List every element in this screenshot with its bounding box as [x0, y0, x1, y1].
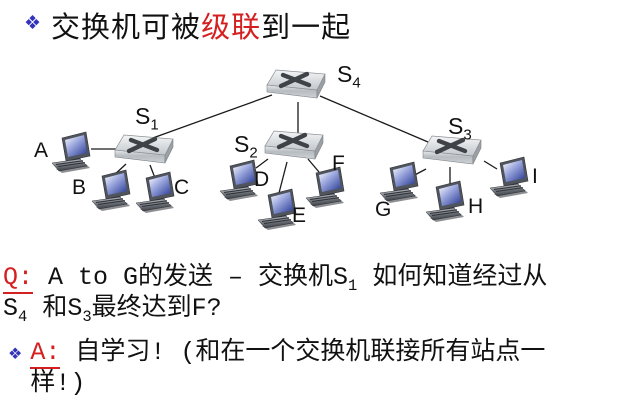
link-s4-s3 [319, 95, 429, 143]
link-s2-d [255, 158, 269, 169]
host-e-label: E [292, 204, 307, 227]
slide-title: ❖ 交换机可被级联到一起 [24, 4, 351, 46]
host-d-label: D [254, 168, 270, 191]
switch-s4-label: S4 [337, 61, 361, 92]
computer-b-icon [90, 169, 136, 211]
link-s3-i [483, 160, 498, 170]
answer-text: A: 自学习! (和在一个交换机联接所有站点一样!) [30, 338, 546, 398]
switch-s3-label: S3 [448, 113, 472, 144]
switch-s2-label: S2 [234, 131, 258, 162]
slide-title-text: 交换机可被级联到一起 [51, 12, 352, 44]
host-b-label: B [72, 176, 87, 199]
computer-i-icon [488, 156, 534, 198]
computer-h-icon [424, 180, 470, 222]
host-f-label: F [332, 152, 345, 175]
host-g-label: G [375, 198, 392, 221]
network-diagram: S4 S1 S2 S3 A B C D E F G H I [0, 55, 643, 247]
diamond-bullet-icon: ❖ [8, 346, 23, 363]
host-a-label: A [34, 139, 49, 162]
switch-s3-icon [421, 135, 485, 169]
host-i-label: I [532, 165, 538, 188]
host-c-label: C [174, 176, 190, 199]
link-s2-e [278, 161, 288, 194]
switch-s1-label: S1 [135, 103, 159, 134]
diamond-bullet-icon: ❖ [24, 13, 42, 34]
link-s2-f [307, 158, 320, 173]
switch-s4-icon [265, 69, 329, 103]
host-h-label: H [468, 195, 484, 218]
answer-block: ❖ A: 自学习! (和在一个交换机联接所有站点一样!) [8, 337, 640, 399]
link-s4-s1 [149, 94, 273, 140]
connection-lines [91, 94, 498, 194]
computer-g-icon [378, 161, 424, 203]
computer-a-icon [50, 131, 96, 173]
switch-s1-icon [113, 134, 177, 168]
switch-s2-icon [263, 130, 327, 164]
